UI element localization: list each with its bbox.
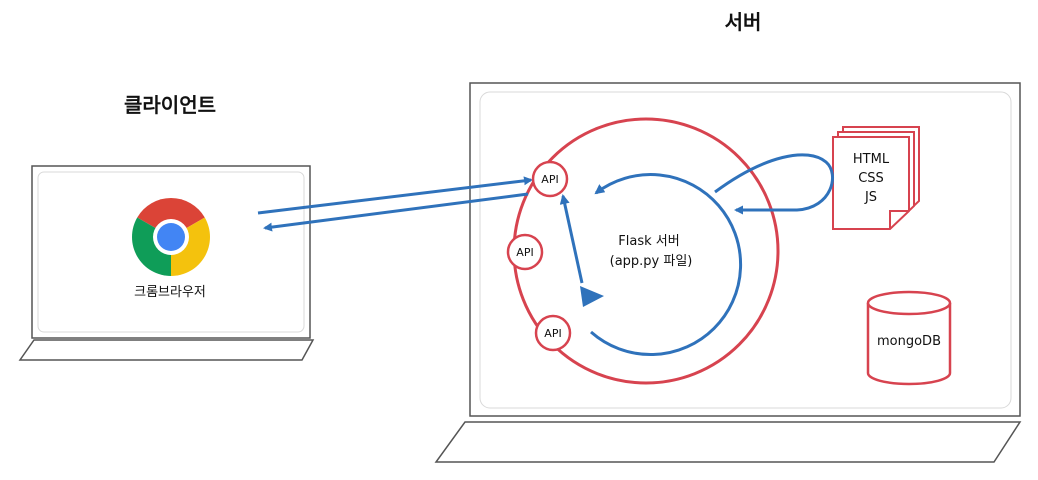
file-js-label: JS <box>864 190 877 205</box>
browser-label: 크롬브라우저 <box>134 285 206 300</box>
database-top <box>866 290 952 316</box>
client-title: 클라이언트 <box>124 93 216 117</box>
client-laptop-base <box>18 339 315 361</box>
request-arrow <box>257 176 533 215</box>
chrome-icon[interactable] <box>132 198 210 276</box>
database-body <box>866 303 952 386</box>
api-node-middle-circle <box>506 233 544 271</box>
chrome-blue-core <box>157 223 185 251</box>
file-html-label: HTML <box>853 152 890 167</box>
file-loop-arrow <box>714 153 835 215</box>
file-document-icon <box>832 126 920 230</box>
api-node-middle[interactable]: API <box>506 233 544 271</box>
flask-subtitle: (app.py 파일) <box>610 254 693 269</box>
file-css-label: CSS <box>858 171 884 186</box>
file-folded-corner <box>889 210 909 229</box>
file-front-page <box>832 136 910 230</box>
api-node-top[interactable]: API <box>531 160 569 198</box>
flow-direction-triangle <box>580 286 604 307</box>
api-node-bottom-circle <box>534 314 572 352</box>
database-icon <box>866 290 952 386</box>
api-node-top-circle <box>531 160 569 198</box>
flask-to-api-arrow <box>559 194 584 284</box>
server-title: 서버 <box>725 10 762 34</box>
database-label: mongoDB <box>877 334 941 349</box>
api-node-top-label: API <box>541 173 558 186</box>
api-node-bottom[interactable]: API <box>534 314 572 352</box>
api-node-middle-label: API <box>516 246 533 259</box>
server-laptop-base <box>434 421 1022 463</box>
flask-loop-arrow <box>590 173 743 357</box>
response-arrow <box>263 192 529 232</box>
flask-title: Flask 서버 <box>618 234 679 249</box>
server-laptop <box>434 82 1022 463</box>
api-node-bottom-label: API <box>544 327 561 340</box>
